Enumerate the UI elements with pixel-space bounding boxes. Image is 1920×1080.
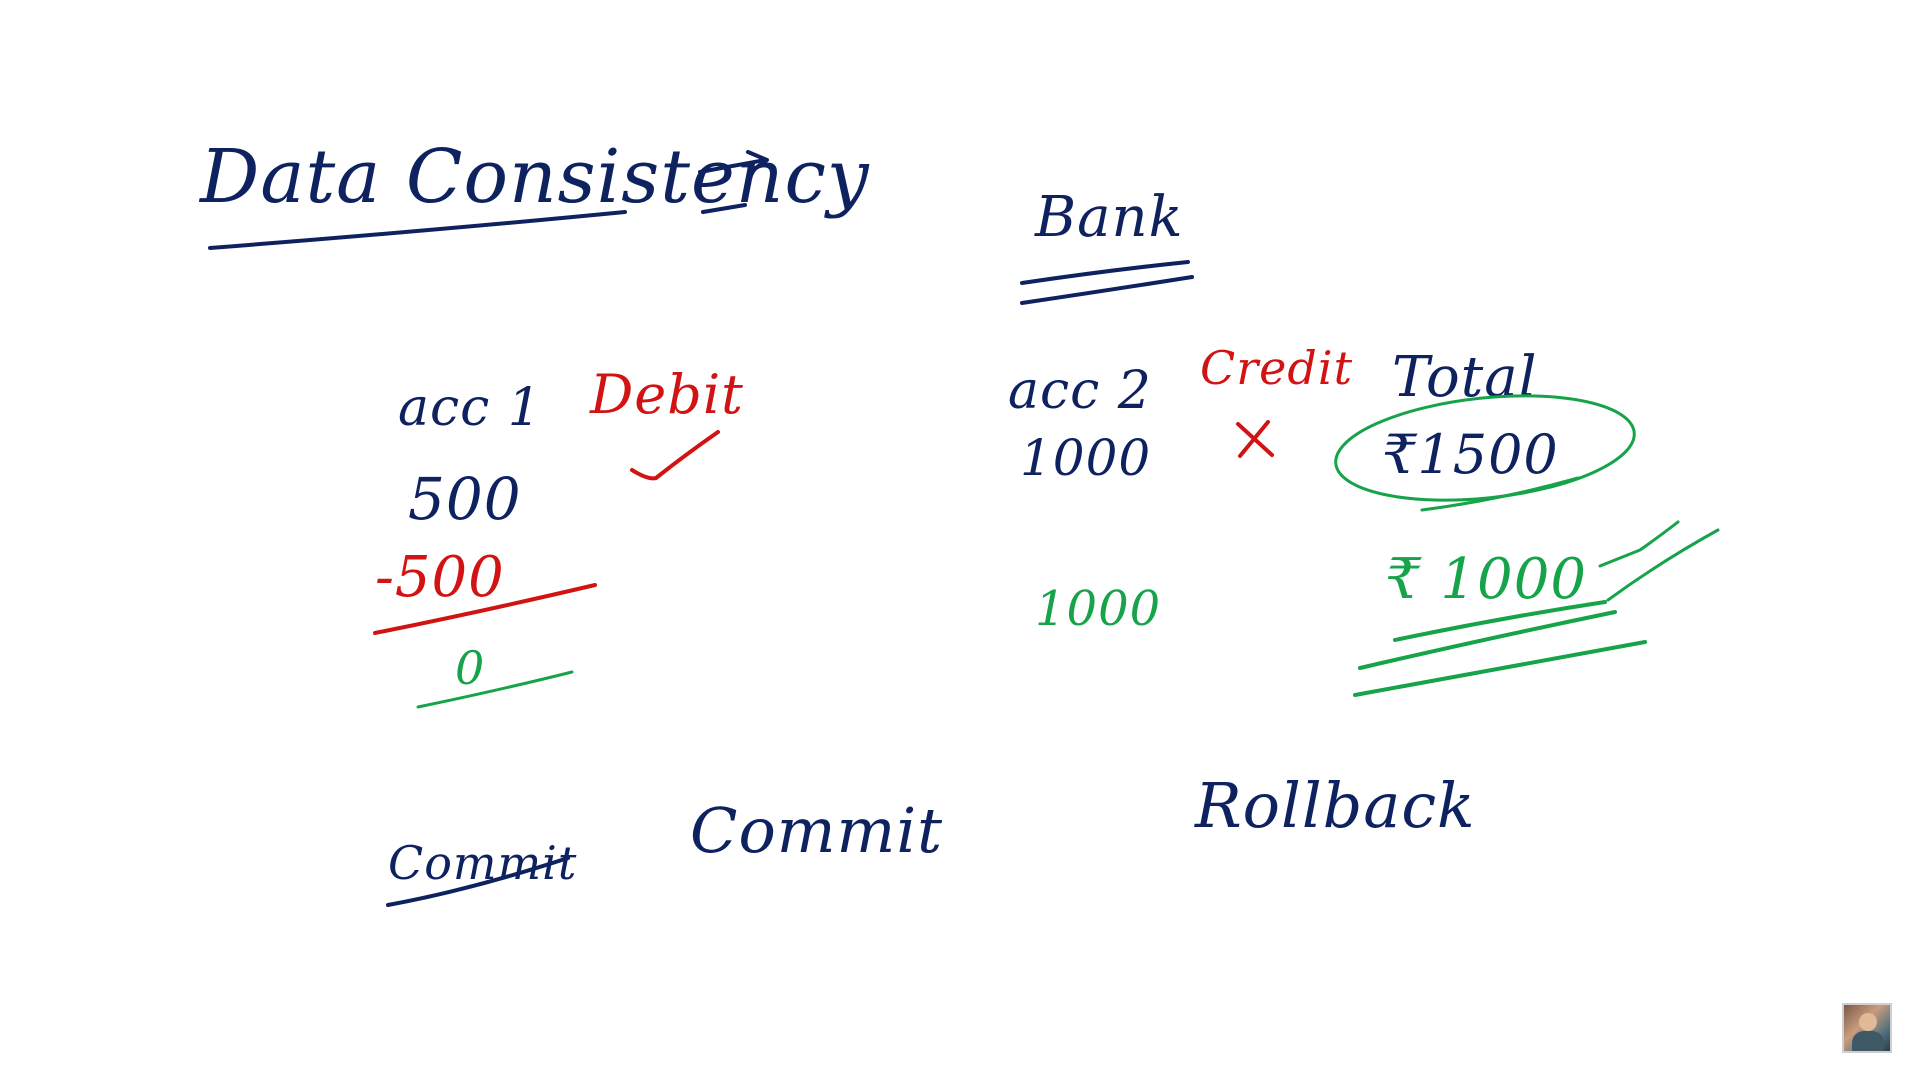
- avatar-head: [1859, 1013, 1877, 1031]
- commit-label: Commit: [690, 794, 944, 867]
- debit-label: Debit: [590, 363, 744, 426]
- account-2-balance-after: 1000: [1035, 581, 1162, 637]
- struck-commit-word: Commit: [388, 836, 578, 890]
- total-correct-value: ₹ 1000: [1385, 547, 1587, 612]
- credit-label: Credit: [1200, 341, 1354, 395]
- page-title: Data Consistency: [200, 134, 870, 220]
- account-1-label: acc 1: [398, 378, 542, 438]
- avatar-body: [1852, 1031, 1884, 1051]
- result-underline: [416, 670, 574, 709]
- check-icon: [1606, 528, 1720, 602]
- total-underline-2: [1358, 610, 1617, 670]
- account-1-balance: 500: [408, 465, 522, 533]
- bank-underline-1: [1020, 260, 1190, 285]
- total-underline-3: [1353, 640, 1647, 697]
- account-2-label: acc 2: [1008, 361, 1152, 421]
- total-label: Total: [1392, 345, 1538, 410]
- bank-heading: Bank: [1035, 185, 1184, 250]
- rollback-label: Rollback: [1195, 769, 1476, 842]
- bank-underline-2: [1020, 275, 1194, 305]
- presenter-avatar: [1842, 1003, 1892, 1053]
- cross-icon: [1236, 420, 1274, 458]
- check-icon: [1598, 520, 1680, 568]
- account-1-result: 0: [455, 641, 486, 695]
- account-2-balance: 1000: [1020, 429, 1152, 487]
- check-icon: [630, 430, 720, 481]
- debit-amount: -500: [375, 545, 505, 610]
- total-wrong-value: ₹1500: [1382, 423, 1559, 486]
